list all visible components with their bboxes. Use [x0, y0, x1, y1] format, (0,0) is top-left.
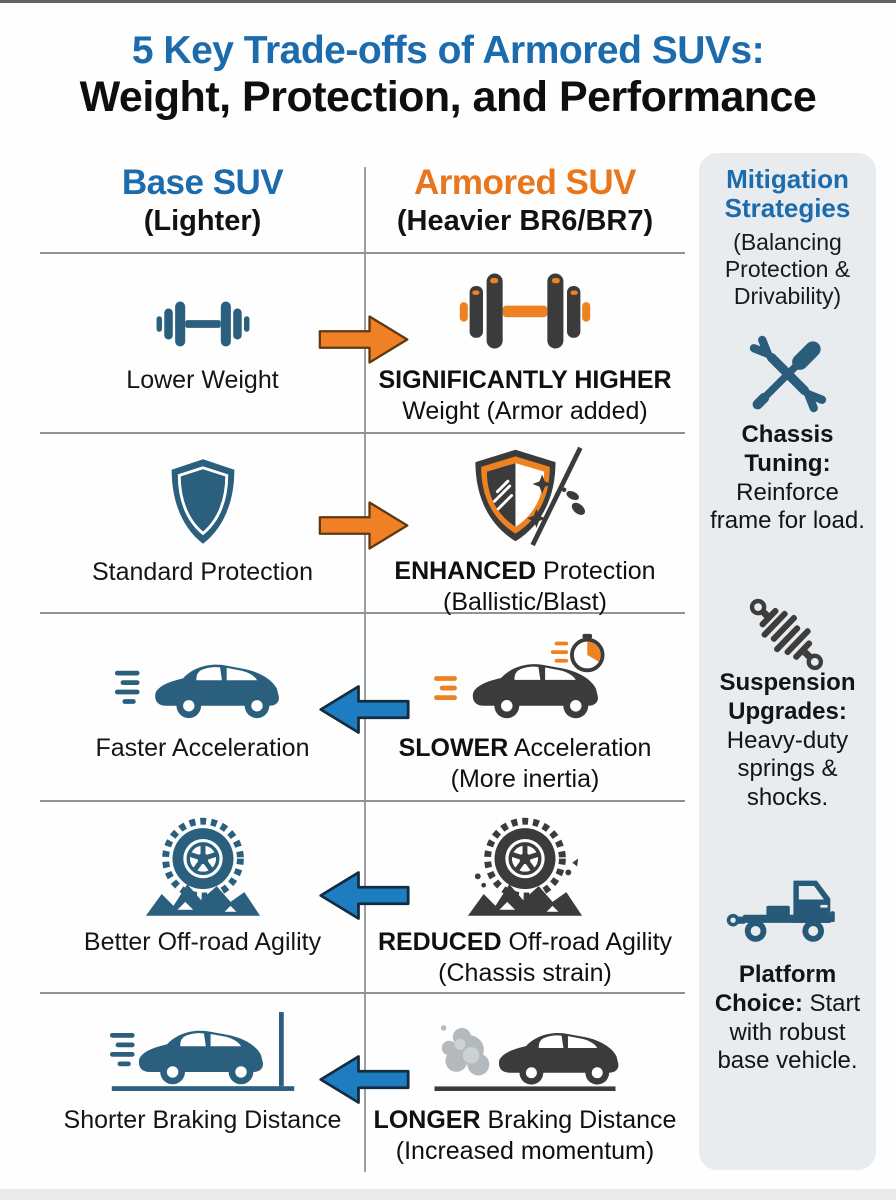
tradeoff-arrow-left-icon	[318, 1050, 410, 1114]
shock-absorber-icon	[699, 581, 876, 691]
row-divider	[40, 612, 685, 614]
speeding-car-icon	[113, 624, 293, 724]
sidebar-title: Mitigation Strategies	[724, 164, 851, 224]
mitigation-strategies-panel: Mitigation Strategies (Balancing Protect…	[699, 153, 876, 1170]
suspension-upgrades-note: Suspension Upgrades: Heavy-duty springs …	[719, 669, 856, 812]
base-suv-column-header: Base SUV (Lighter)	[40, 163, 365, 238]
bottom-edge-artifact	[0, 1189, 896, 1200]
column-divider	[364, 167, 366, 1172]
car-smoke-braking-icon	[429, 1004, 621, 1096]
row-acceleration-tradeoff: Faster Acceleration	[40, 614, 685, 800]
sidebar-subtitle: (Balancing Protection & Drivability)	[724, 229, 851, 310]
base-braking-cell: Shorter Braking Distance	[40, 994, 365, 1172]
row-braking-tradeoff: Shorter Braking Distance	[40, 994, 685, 1172]
title-line1: 5 Key Trade-offs of Armored SUVs:	[131, 29, 765, 72]
offroad-tire-icon	[142, 812, 264, 918]
row-protection-tradeoff: Standard Protection	[40, 434, 685, 616]
base-weight-label: Lower Weight	[126, 366, 279, 394]
chassis-tuning-note: Chassis Tuning: Reinforce frame for load…	[710, 421, 865, 535]
base-protection-cell: Standard Protection	[40, 434, 365, 612]
armored-braking-label: LONGER Braking Distance (Increased momen…	[373, 1106, 677, 1165]
tradeoff-arrow-left-icon	[318, 866, 410, 930]
armored-protection-label: ENHANCED Protection (Ballistic/Blast)	[394, 557, 656, 616]
armored-column-subtitle: (Heavier BR6/BR7)	[396, 204, 654, 237]
tools-icon	[699, 328, 876, 420]
strained-tire-icon	[464, 812, 586, 918]
base-weight-cell: Lower Weight	[40, 254, 365, 432]
truck-chassis-icon	[699, 871, 876, 955]
title-line2: Weight, Protection, and Performance	[79, 73, 817, 121]
armored-acceleration-label: SLOWER Acceleration (More inertia)	[398, 734, 652, 793]
base-offroad-label: Better Off-road Agility	[83, 928, 322, 956]
shield-icon	[165, 444, 241, 548]
car-braking-wall-icon	[108, 1004, 298, 1096]
tradeoff-arrow-left-icon	[318, 680, 410, 744]
dumbbell-heavy-icon	[458, 264, 592, 356]
row-divider	[40, 800, 685, 802]
base-offroad-cell: Better Off-road Agility	[40, 802, 365, 992]
top-edge-artifact	[0, 0, 896, 3]
armored-weight-label: SIGNIFICANTLY HIGHER Weight (Armor added…	[378, 366, 672, 425]
armored-offroad-cell: REDUCED Off-road Agility (Chassis strain…	[365, 802, 685, 992]
armored-acceleration-cell: SLOWER Acceleration (More inertia)	[365, 614, 685, 800]
armored-weight-cell: SIGNIFICANTLY HIGHER Weight (Armor added…	[365, 254, 685, 432]
base-column-title: Base SUV	[121, 163, 284, 202]
slow-car-stopwatch-icon	[434, 624, 616, 724]
armored-protection-cell: ENHANCED Protection (Ballistic/Blast)	[365, 434, 685, 616]
armored-offroad-label: REDUCED Off-road Agility (Chassis strain…	[377, 928, 673, 987]
armored-braking-cell: LONGER Braking Distance (Increased momen…	[365, 994, 685, 1172]
row-offroad-tradeoff: Better Off-road Agility	[40, 802, 685, 992]
dumbbell-light-icon	[155, 264, 251, 356]
tradeoff-arrow-right-icon	[318, 310, 410, 374]
tradeoff-arrow-right-icon	[318, 496, 410, 560]
base-protection-label: Standard Protection	[92, 558, 313, 586]
row-weight-tradeoff: Lower Weight	[40, 254, 685, 432]
row-divider	[40, 432, 685, 434]
row-divider	[40, 252, 685, 254]
platform-choice-note: Platform Choice: Start with robust base …	[714, 961, 861, 1075]
base-acceleration-label: Faster Acceleration	[95, 734, 310, 762]
base-braking-label: Shorter Braking Distance	[63, 1106, 342, 1134]
row-divider	[40, 992, 685, 994]
armored-shield-impact-icon	[462, 444, 588, 547]
armored-column-title: Armored SUV	[413, 163, 637, 202]
comparison-table: Base SUV (Lighter) Armored SUV (Heavier …	[40, 155, 685, 1175]
base-acceleration-cell: Faster Acceleration	[40, 614, 365, 800]
base-column-subtitle: (Lighter)	[143, 204, 262, 237]
armored-suv-column-header: Armored SUV (Heavier BR6/BR7)	[365, 163, 685, 238]
